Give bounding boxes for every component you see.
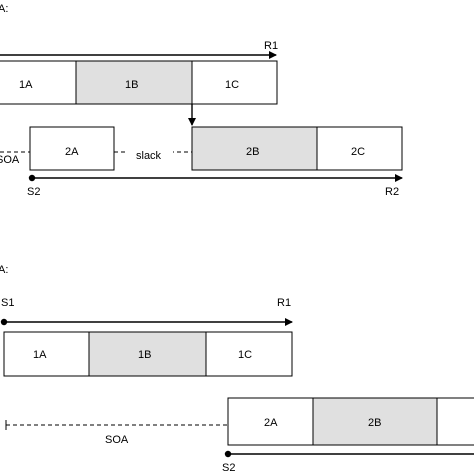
- top-box-1c-label: 1C: [225, 79, 239, 91]
- bottom-panel-heading: A:: [0, 264, 8, 276]
- bottom-s1-dot: [0, 318, 8, 326]
- top-box-2b-label: 2B: [246, 146, 259, 158]
- bottom-box-2b: [312, 397, 438, 446]
- bottom-box-1a: [3, 331, 90, 377]
- top-box-2c: [316, 126, 403, 171]
- bottom-box-1a-label: 1A: [33, 349, 47, 361]
- top-box-2c-label: 2C: [351, 146, 365, 158]
- bottom-box-1c-label: 1C: [238, 349, 252, 361]
- bottom-box-1c: [205, 331, 293, 377]
- top-box-1c: [191, 60, 278, 105]
- top-slack-label-bg: [127, 146, 173, 160]
- bottom-box-2b-label: 2B: [368, 417, 381, 429]
- top-panel-heading: A:: [0, 3, 8, 15]
- bottom-box-1b-label: 1B: [138, 349, 151, 361]
- top-box-2a: [29, 126, 115, 171]
- top-box-1a-label: 1A: [19, 79, 33, 91]
- top-box-2b: [191, 126, 318, 171]
- bottom-box-2c-partial: [436, 397, 474, 446]
- top-box-2a-label: 2A: [65, 146, 79, 158]
- bottom-soa-label: SOA: [105, 434, 129, 446]
- top-box-1b-label: 1B: [125, 79, 138, 91]
- top-r2-label: R2: [385, 186, 399, 198]
- top-r1-label: R1: [264, 40, 278, 52]
- top-soa-label: SOA: [0, 154, 20, 166]
- bottom-s2-label: S2: [222, 462, 235, 474]
- top-slack-label: slack: [136, 150, 162, 162]
- bottom-box-1b: [88, 331, 207, 377]
- bottom-box-2a-label: 2A: [264, 417, 278, 429]
- top-s2-label: S2: [27, 186, 40, 198]
- bottom-s1-label: S1: [1, 297, 14, 309]
- top-box-1a: [0, 60, 77, 105]
- bottom-r1-label: R1: [277, 297, 291, 309]
